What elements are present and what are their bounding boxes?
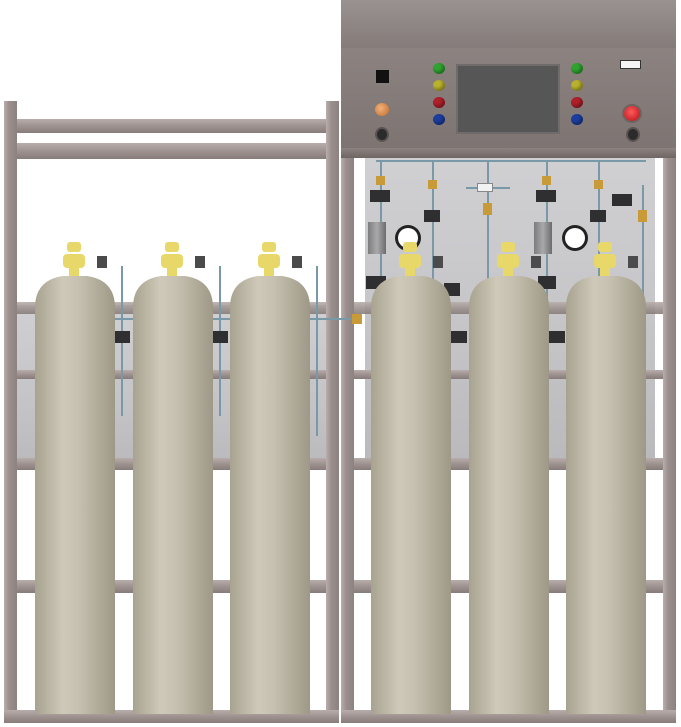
- touch-display-screen[interactable]: [456, 64, 560, 134]
- right-rack-post-outer: [663, 151, 676, 723]
- cabinet-bottom-lip: [341, 148, 676, 158]
- indicator-lamp-left-red: [433, 97, 445, 108]
- fitting-6: [638, 210, 647, 222]
- cylinder-3-regulator: [292, 256, 302, 268]
- cylinder-2-regulator: [195, 256, 205, 268]
- usb-port-icon[interactable]: [620, 60, 641, 69]
- indicator-lamp-right-red: [571, 97, 583, 108]
- cylinder-4-valve: [399, 242, 421, 276]
- indicator-lamp-right-green: [571, 63, 583, 74]
- cylinder-1-body: [35, 276, 115, 714]
- manifold-pipe-2: [432, 160, 434, 300]
- right-lower-valve-2: [549, 331, 565, 343]
- manifold-pipe-3: [487, 160, 489, 280]
- fitting-4: [542, 176, 551, 185]
- power-switch-icon[interactable]: [376, 70, 389, 83]
- indicator-lamp-left-yellow: [433, 80, 445, 91]
- manifold-valve-4: [590, 210, 606, 222]
- manifold-pipe-5: [598, 160, 600, 300]
- selector-knob-icon[interactable]: [375, 103, 389, 116]
- cylinder-5-body: [469, 276, 549, 714]
- tee-fitting: [477, 183, 493, 192]
- indicator-lamp-right-yellow: [571, 80, 583, 91]
- cylinder-6-valve: [594, 242, 616, 276]
- cylinder-4-regulator: [433, 256, 443, 268]
- indicator-lamp-right-blue: [571, 114, 583, 125]
- gas-cylinder-5: [469, 242, 549, 714]
- cylinder-1-regulator: [97, 256, 107, 268]
- gas-cylinder-6: [566, 242, 646, 714]
- fitting-2: [428, 180, 437, 189]
- right-lower-valve-1: [451, 331, 467, 343]
- gas-cylinder-2: [133, 242, 213, 714]
- manifold-valve-1: [370, 190, 390, 202]
- fitting-3: [483, 203, 492, 215]
- gas-cylinder-3: [230, 242, 310, 714]
- fitting-5: [594, 180, 603, 189]
- emergency-stop-icon[interactable]: [624, 106, 640, 121]
- left-rack-second-rail: [17, 143, 326, 159]
- cylinder-2-body: [133, 276, 213, 714]
- cylinder-1-valve: [63, 242, 85, 276]
- gas-cylinder-4: [371, 242, 451, 714]
- manifold-valve-8: [538, 276, 556, 289]
- left-manifold-pipe-3: [316, 266, 318, 436]
- cabinet-key-switch-right[interactable]: [628, 129, 638, 140]
- manifold-valve-5: [612, 194, 632, 206]
- fitting-1: [376, 176, 385, 185]
- cabinet-key-switch-left[interactable]: [377, 129, 387, 140]
- cylinder-3-body: [230, 276, 310, 714]
- cylinder-3-valve: [258, 242, 280, 276]
- cylinder-5-regulator: [531, 256, 541, 268]
- manifold-valve-3: [536, 190, 556, 202]
- inlet-fitting: [352, 314, 362, 324]
- cylinder-5-valve: [497, 242, 519, 276]
- cylinder-6-body: [566, 276, 646, 714]
- filter-housing-left: [368, 222, 386, 254]
- control-cabinet-hood: [341, 0, 676, 48]
- left-rack-top-rail: [17, 119, 326, 133]
- left-rack-post-outer: [4, 101, 17, 723]
- indicator-lamp-left-blue: [433, 114, 445, 125]
- filter-housing-right: [534, 222, 552, 254]
- left-rack-post-inner: [326, 101, 339, 723]
- indicator-lamp-left-green: [433, 63, 445, 74]
- manifold-header-pipe: [376, 160, 646, 162]
- left-manifold-valve-1: [114, 331, 130, 343]
- gas-cylinder-1: [35, 242, 115, 714]
- manifold-valve-2: [424, 210, 440, 222]
- cylinder-6-regulator: [628, 256, 638, 268]
- left-manifold-valve-2: [212, 331, 228, 343]
- right-rack-post-inner: [341, 151, 354, 723]
- cylinder-2-valve: [161, 242, 183, 276]
- cylinder-4-body: [371, 276, 451, 714]
- manifold-pipe-6: [642, 185, 644, 300]
- pressure-gauge-right: [565, 228, 585, 248]
